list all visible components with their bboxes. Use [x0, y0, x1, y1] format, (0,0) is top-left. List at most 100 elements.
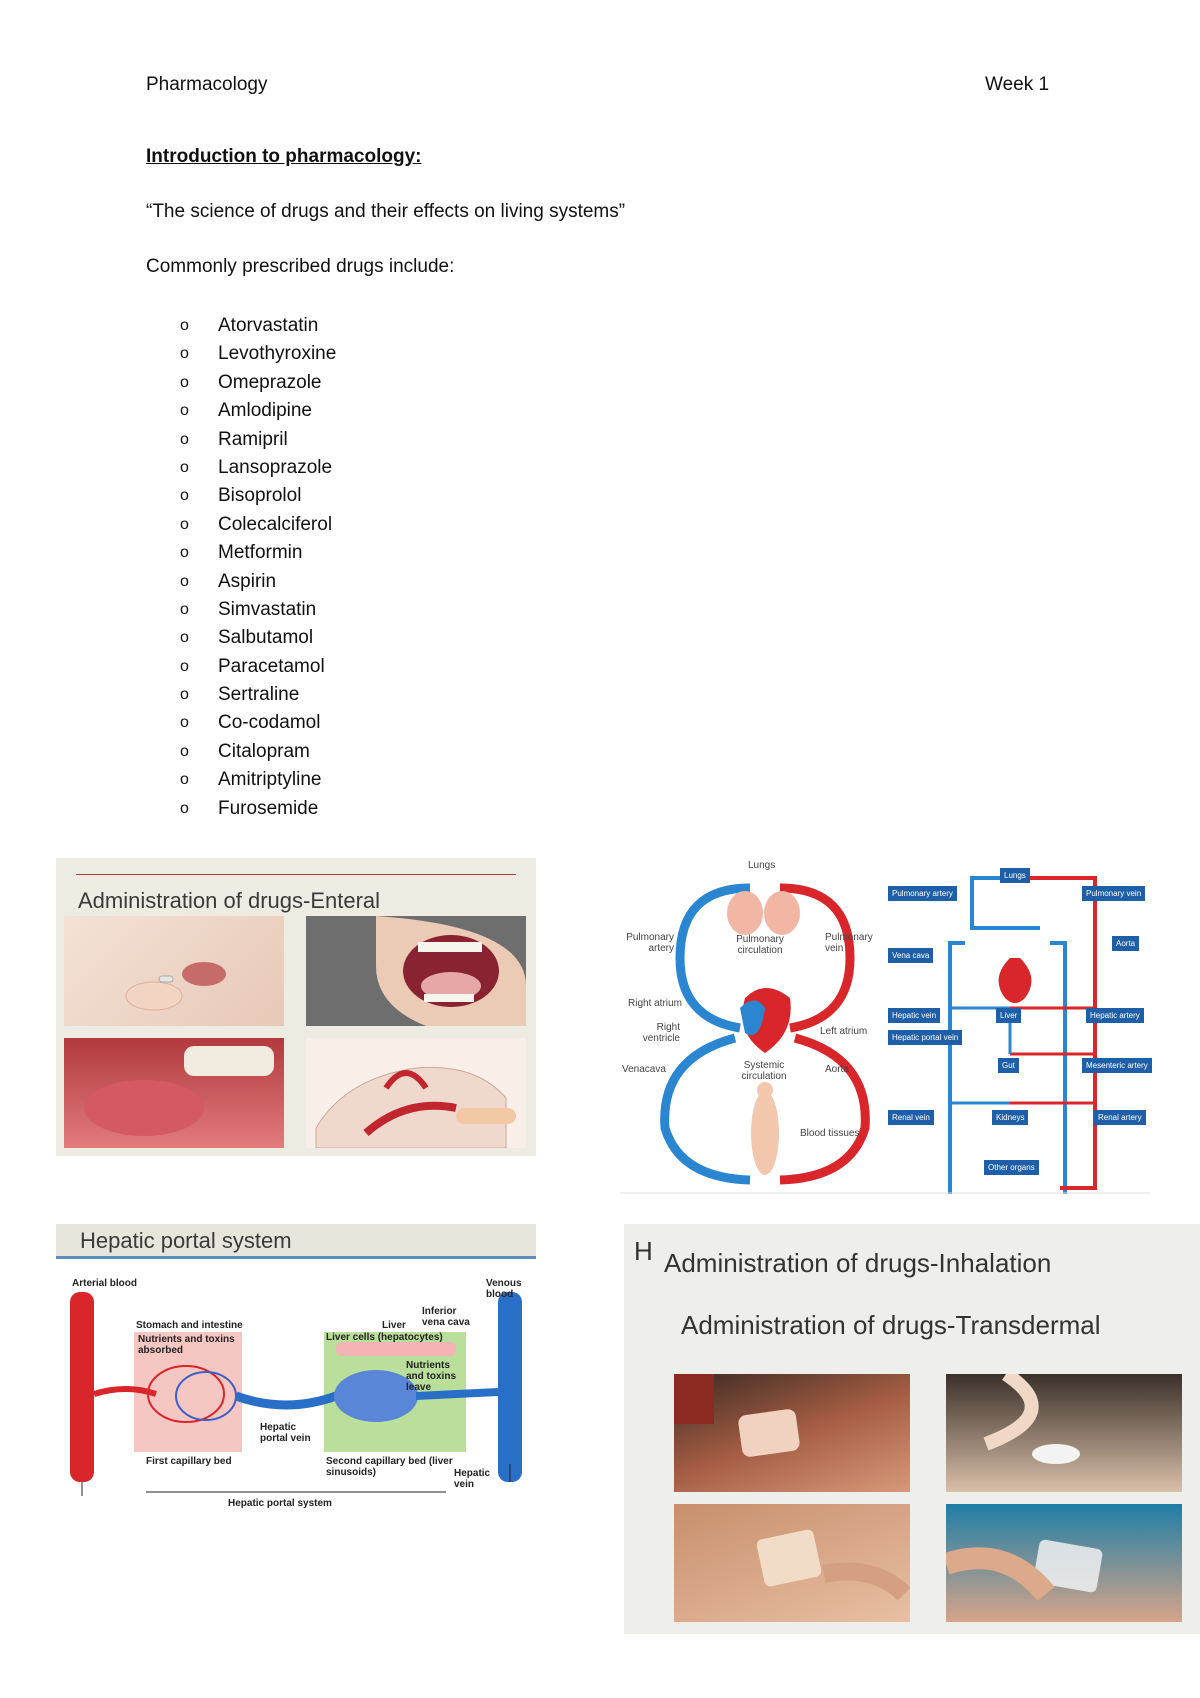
list-bullet: o	[180, 487, 189, 505]
label-liver: Liver	[382, 1320, 406, 1331]
drug-name: Amitriptyline	[218, 769, 322, 791]
drug-name: Lansoprazole	[218, 456, 333, 478]
definition-quote: “The science of drugs and their effects …	[146, 201, 626, 222]
box-hepatic-portal-vein: Hepatic portal vein	[888, 1030, 963, 1045]
list-bullet: o	[180, 544, 189, 562]
drug-name: Co-codamol	[218, 712, 321, 734]
list-bullet: o	[180, 430, 189, 448]
box-pulmonary-artery: Pulmonary artery	[888, 886, 957, 901]
drug-list-item: o Amitriptyline	[180, 766, 336, 794]
drug-name: Amlodipine	[218, 400, 312, 422]
box-aorta: Aorta	[1112, 936, 1140, 951]
box-renal-artery: Renal artery	[1094, 1110, 1146, 1125]
box-vena-cava: Vena cava	[888, 948, 934, 963]
drug-name: Ramipril	[218, 428, 288, 450]
drug-list-item: o Atorvastatin	[180, 312, 336, 340]
list-intro: Commonly prescribed drugs include:	[146, 256, 455, 277]
list-bullet: o	[180, 515, 189, 533]
list-bullet: o	[180, 458, 189, 476]
label-venacava: Venacava	[622, 1064, 666, 1075]
drug-name: Colecalciferol	[218, 513, 333, 535]
box-lungs: Lungs	[1000, 868, 1030, 883]
label-venous-blood: Venous blood	[486, 1278, 522, 1300]
box-gut: Gut	[998, 1058, 1019, 1073]
drug-list-item: o Metformin	[180, 539, 336, 567]
buccal-photo	[64, 1038, 284, 1148]
drug-list-item: o Sertraline	[180, 681, 336, 709]
drug-list-item: o Furosemide	[180, 795, 336, 823]
drug-name: Metformin	[218, 542, 303, 564]
rectal-diagram	[306, 1038, 526, 1148]
label-right-ventricle: Right ventricle	[642, 1022, 680, 1044]
list-bullet: o	[180, 771, 189, 789]
box-renal-vein: Renal vein	[888, 1110, 934, 1125]
drug-name: Citalopram	[218, 740, 310, 762]
label-hepatic-vein: Hepatic vein	[454, 1468, 491, 1490]
drug-name: Sertraline	[218, 684, 300, 706]
drug-name: Omeprazole	[218, 371, 322, 393]
label-right-atrium: Right atrium	[628, 998, 682, 1009]
circulation-figure: Lungs Pulmonary artery Pulmonary circula…	[620, 858, 1152, 1194]
slide-transdermal: H Administration of drugs-Inhalation Adm…	[624, 1224, 1200, 1634]
drug-list-item: o Amlodipine	[180, 397, 336, 425]
drug-list-item: o Omeprazole	[180, 369, 336, 397]
drug-name: Aspirin	[218, 570, 277, 592]
list-bullet: o	[180, 317, 189, 334]
list-bullet: o	[180, 686, 189, 704]
label-arterial-blood: Arterial blood	[72, 1278, 138, 1289]
label-inferior-vena-cava: Inferior vena cava	[422, 1306, 470, 1328]
drug-name: Atorvastatin	[218, 315, 319, 336]
list-bullet: o	[180, 742, 189, 760]
label-systemic-circulation: Systemic circulation	[741, 1060, 787, 1082]
box-kidneys: Kidneys	[992, 1110, 1029, 1125]
patch-ear-photo	[946, 1374, 1182, 1492]
box-pulmonary-vein: Pulmonary vein	[1082, 886, 1146, 901]
label-hepatic-portal-vein: Hepatic portal vein	[260, 1422, 311, 1444]
box-other-organs: Other organs	[984, 1160, 1039, 1175]
list-bullet: o	[180, 600, 189, 618]
drug-list-item: o Colecalciferol	[180, 511, 336, 539]
drug-list-item: o Lansoprazole	[180, 454, 336, 482]
drug-list-item: o Ramipril	[180, 426, 336, 454]
label-hepatic-portal-system: Hepatic portal system	[228, 1498, 332, 1509]
drug-list-item: o Citalopram	[180, 738, 336, 766]
slide-divider	[76, 874, 516, 875]
label-lungs: Lungs	[748, 860, 776, 871]
sublingual-photo	[306, 916, 526, 1026]
drug-name: Simvastatin	[218, 598, 317, 620]
slide-hepatic-title: Hepatic portal system	[80, 1228, 292, 1253]
list-bullet: o	[180, 402, 189, 420]
page-title: Introduction to pharmacology:	[146, 146, 422, 167]
drug-name: Salbutamol	[218, 627, 314, 649]
patch-upper-arm-photo	[674, 1504, 910, 1622]
patch-hand-photo	[946, 1504, 1182, 1622]
label-second-capillary-bed: Second capillary bed (liver sinusoids)	[326, 1456, 453, 1478]
slide-inhalation-title: Administration of drugs-Inhalation	[664, 1248, 1052, 1278]
list-bullet: o	[180, 657, 189, 675]
oral-pill-photo	[64, 916, 284, 1026]
box-hepatic-vein: Hepatic vein	[888, 1008, 941, 1023]
list-bullet: o	[180, 373, 189, 391]
slide-title-bar: Hepatic portal system	[56, 1224, 536, 1259]
drug-name: Bisoprolol	[218, 485, 302, 507]
drug-list-item: o Bisoprolol	[180, 482, 336, 510]
list-bullet: o	[180, 345, 189, 363]
label-blood-tissues: Blood tissues	[800, 1128, 860, 1139]
label-pulmonary-artery: Pulmonary artery	[626, 932, 674, 954]
drug-name: Levothyroxine	[218, 343, 337, 365]
label-left-atrium: Left atrium	[820, 1026, 868, 1037]
slide-hepatic-portal: Hepatic portal system Arterial blood Ven…	[56, 1224, 536, 1524]
label-liver-cells: Liver cells (hepatocytes)	[326, 1332, 443, 1343]
label-pulmonary-vein: Pulmonary vein	[825, 932, 873, 954]
header-subject: Pharmacology	[146, 74, 268, 95]
list-bullet: o	[180, 799, 189, 817]
slide-transdermal-title: Administration of drugs-Transdermal	[681, 1310, 1101, 1340]
list-bullet: o	[180, 572, 189, 590]
drug-list-item: o Aspirin	[180, 568, 336, 596]
drug-name: Furosemide	[218, 797, 319, 819]
patch-arm-photo	[674, 1374, 910, 1492]
box-mesenteric-artery: Mesenteric artery	[1082, 1058, 1152, 1073]
